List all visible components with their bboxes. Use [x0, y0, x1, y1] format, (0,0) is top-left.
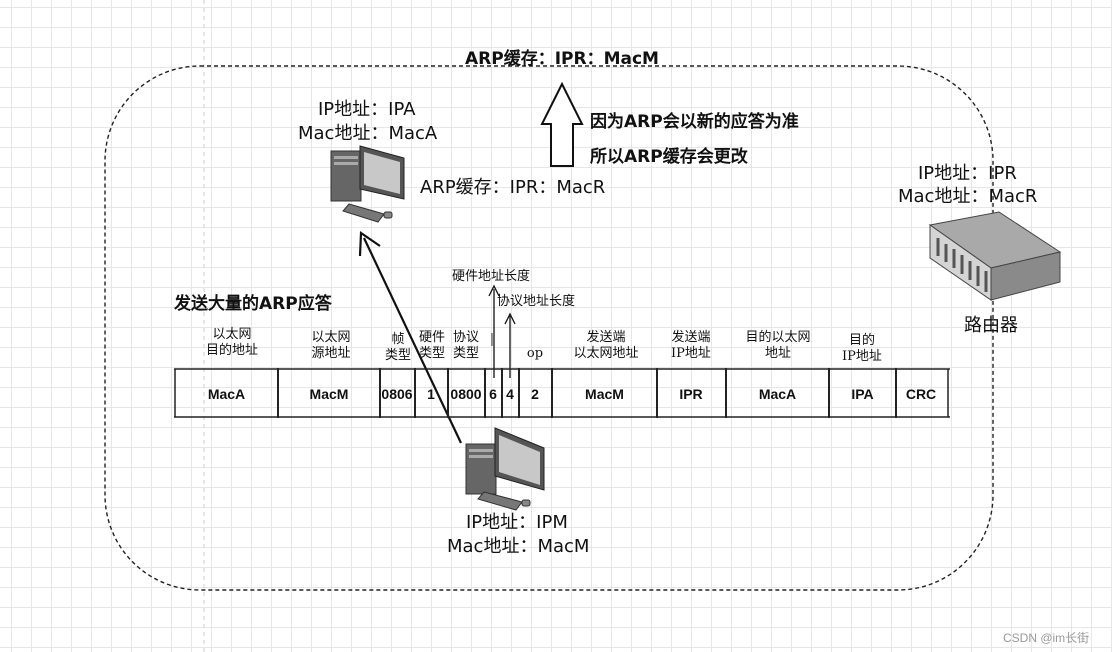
explanation-line-1: 因为ARP会以新的应答为准 [590, 112, 799, 132]
field-divider [725, 368, 727, 418]
header-frame-type: 帧类型 [384, 332, 411, 363]
packet-frame [174, 368, 950, 418]
field-op: 2 [531, 385, 539, 402]
field-divider [484, 368, 486, 418]
header-target-eth: 目的以太网地址 [745, 330, 811, 361]
field-eth-src: MacM [309, 385, 349, 402]
host-a-ip: IP地址：IPA [318, 99, 416, 120]
attacker-computer-icon [465, 427, 545, 511]
field-divider [518, 368, 520, 418]
cache-update-arrow [540, 81, 584, 167]
field-divider [414, 368, 416, 418]
router-mac: Mac地址：MacR [898, 186, 1038, 207]
host-a-computer-icon [330, 145, 405, 223]
router-icon [928, 211, 1062, 301]
host-a-mac: Mac地址：MacA [298, 123, 438, 144]
field-proto-len: 4 [506, 385, 514, 402]
field-hw-type: 1 [427, 385, 435, 402]
attacker-ip: IP地址：IPM [466, 512, 568, 533]
field-target-ip: IPA [851, 385, 874, 402]
field-divider [656, 368, 658, 418]
proto-length-annotation: 协议地址长度 [497, 294, 576, 309]
field-crc: CRC [905, 385, 937, 402]
field-divider [379, 368, 381, 418]
top-arp-cache-label: ARP缓存：IPR：MacM [465, 49, 659, 69]
field-proto-type: 0800 [450, 385, 482, 402]
header-op: op [526, 346, 544, 361]
hw-length-annotation: 硬件地址长度 [452, 269, 531, 284]
packet-title: 发送大量的ARP应答 [174, 294, 332, 314]
router-name: 路由器 [964, 315, 1018, 336]
header-eth-src: 以太网源地址 [311, 330, 351, 361]
explanation-line-2: 所以ARP缓存会更改 [590, 147, 748, 167]
watermark: CSDN @im长街 [1003, 631, 1090, 645]
header-sender-eth: 发送端以太网地址 [573, 330, 639, 361]
field-hw-len: 6 [489, 385, 497, 402]
header-proto-type: 协议类型 [452, 330, 479, 361]
field-divider [501, 368, 503, 418]
field-divider [447, 368, 449, 418]
field-sender-eth: MacM [585, 385, 624, 402]
host-a-arp-cache: ARP缓存：IPR：MacR [420, 177, 606, 198]
field-sender-ip: IPR [679, 385, 703, 402]
header-hw-type: 硬件类型 [418, 330, 445, 361]
router-ip: IP地址：IPR [918, 163, 1017, 184]
field-divider [277, 368, 279, 418]
field-frame-type: 0806 [381, 385, 413, 402]
field-eth-dst: MacA [207, 385, 246, 402]
field-divider [551, 368, 553, 418]
attacker-mac: Mac地址：MacM [447, 536, 590, 557]
field-divider [828, 368, 830, 418]
reply-arrow [363, 237, 462, 444]
header-eth-dst: 以太网目的地址 [205, 327, 258, 358]
field-divider [895, 368, 897, 418]
field-target-eth: MacA [758, 385, 797, 402]
